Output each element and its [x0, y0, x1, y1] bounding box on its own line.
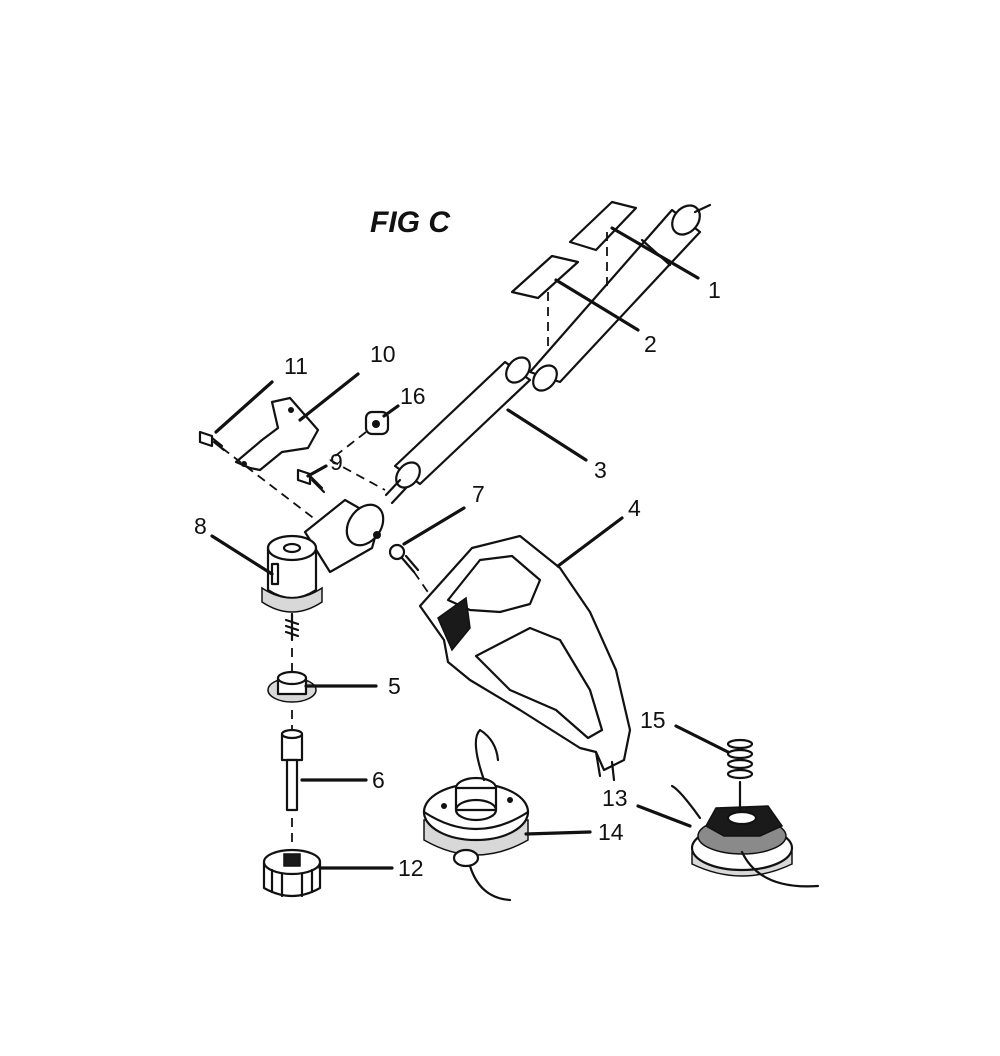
- callout-6: 6: [372, 767, 385, 793]
- part-lower-shaft: [384, 356, 532, 505]
- part-gearbox-head: [261, 498, 385, 642]
- part-screw-11: [198, 430, 226, 452]
- callout-2: 2: [644, 331, 657, 357]
- part-knob: [262, 848, 322, 898]
- part-nut: [267, 670, 317, 703]
- callout-14: 14: [598, 819, 624, 845]
- part-spring: [726, 738, 754, 780]
- part-spool: [670, 784, 820, 888]
- callouts: 1 2 3 4 5 6 7 8 9 10 11 12 13 14 15 16: [194, 277, 721, 881]
- part-trimmer-head: [422, 728, 530, 902]
- callout-16: 16: [400, 383, 426, 409]
- part-rod: [280, 728, 304, 812]
- callout-8: 8: [194, 513, 207, 539]
- part-spacer: [364, 410, 390, 436]
- part-screw-9: [296, 468, 326, 494]
- part-guard: [418, 534, 632, 782]
- part-bracket: [234, 396, 320, 472]
- callout-9: 9: [330, 449, 343, 475]
- part-decals: [510, 200, 638, 348]
- leader-lines: [210, 226, 730, 870]
- figure-title: FIG C: [370, 206, 451, 239]
- callout-15: 15: [640, 707, 666, 733]
- part-screw-7: [388, 543, 420, 574]
- callout-5: 5: [388, 673, 401, 699]
- callout-10: 10: [370, 341, 396, 367]
- callout-13: 13: [602, 785, 628, 811]
- callout-1: 1: [708, 277, 721, 303]
- callout-7: 7: [472, 481, 485, 507]
- callout-11: 11: [284, 353, 308, 379]
- callout-4: 4: [628, 495, 641, 521]
- part-upper-shaft: [528, 203, 712, 392]
- callout-3: 3: [594, 457, 607, 483]
- callout-12: 12: [398, 855, 424, 881]
